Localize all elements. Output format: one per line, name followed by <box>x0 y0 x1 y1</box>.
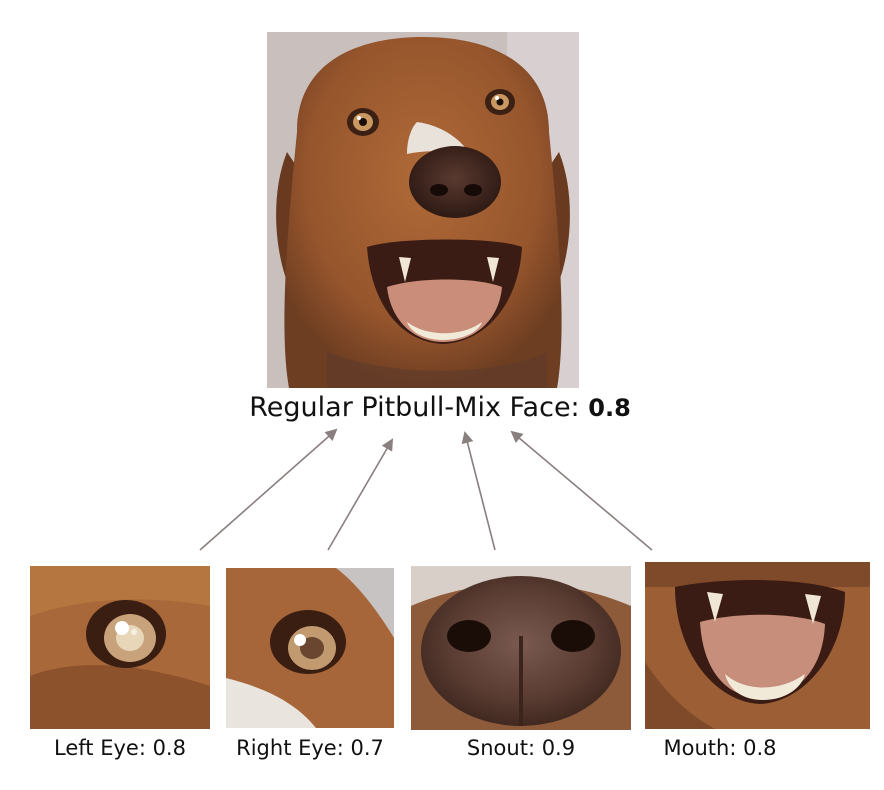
arrow-mouth <box>510 430 653 551</box>
mouth-label: Mouth: 0.8 <box>663 736 777 760</box>
mouth-crop <box>645 562 870 729</box>
snout-crop <box>411 566 631 730</box>
right-eye-crop <box>226 568 394 728</box>
arrow-right-eye <box>327 438 394 551</box>
snout-label: Snout: 0.9 <box>466 736 576 760</box>
arrow-left-eye <box>199 428 338 551</box>
main-face-score: 0.8 <box>588 394 631 422</box>
main-face-label-text: Regular Pitbull-Mix Face: <box>249 392 580 423</box>
main-face-label: Regular Pitbull-Mix Face: 0.8 <box>200 392 680 423</box>
dog-face-photo <box>267 32 579 388</box>
left-eye-crop <box>30 566 210 729</box>
left-eye-label: Left Eye: 0.8 <box>54 736 186 760</box>
arrow-snout <box>461 431 496 551</box>
right-eye-label: Right Eye: 0.7 <box>236 736 384 760</box>
